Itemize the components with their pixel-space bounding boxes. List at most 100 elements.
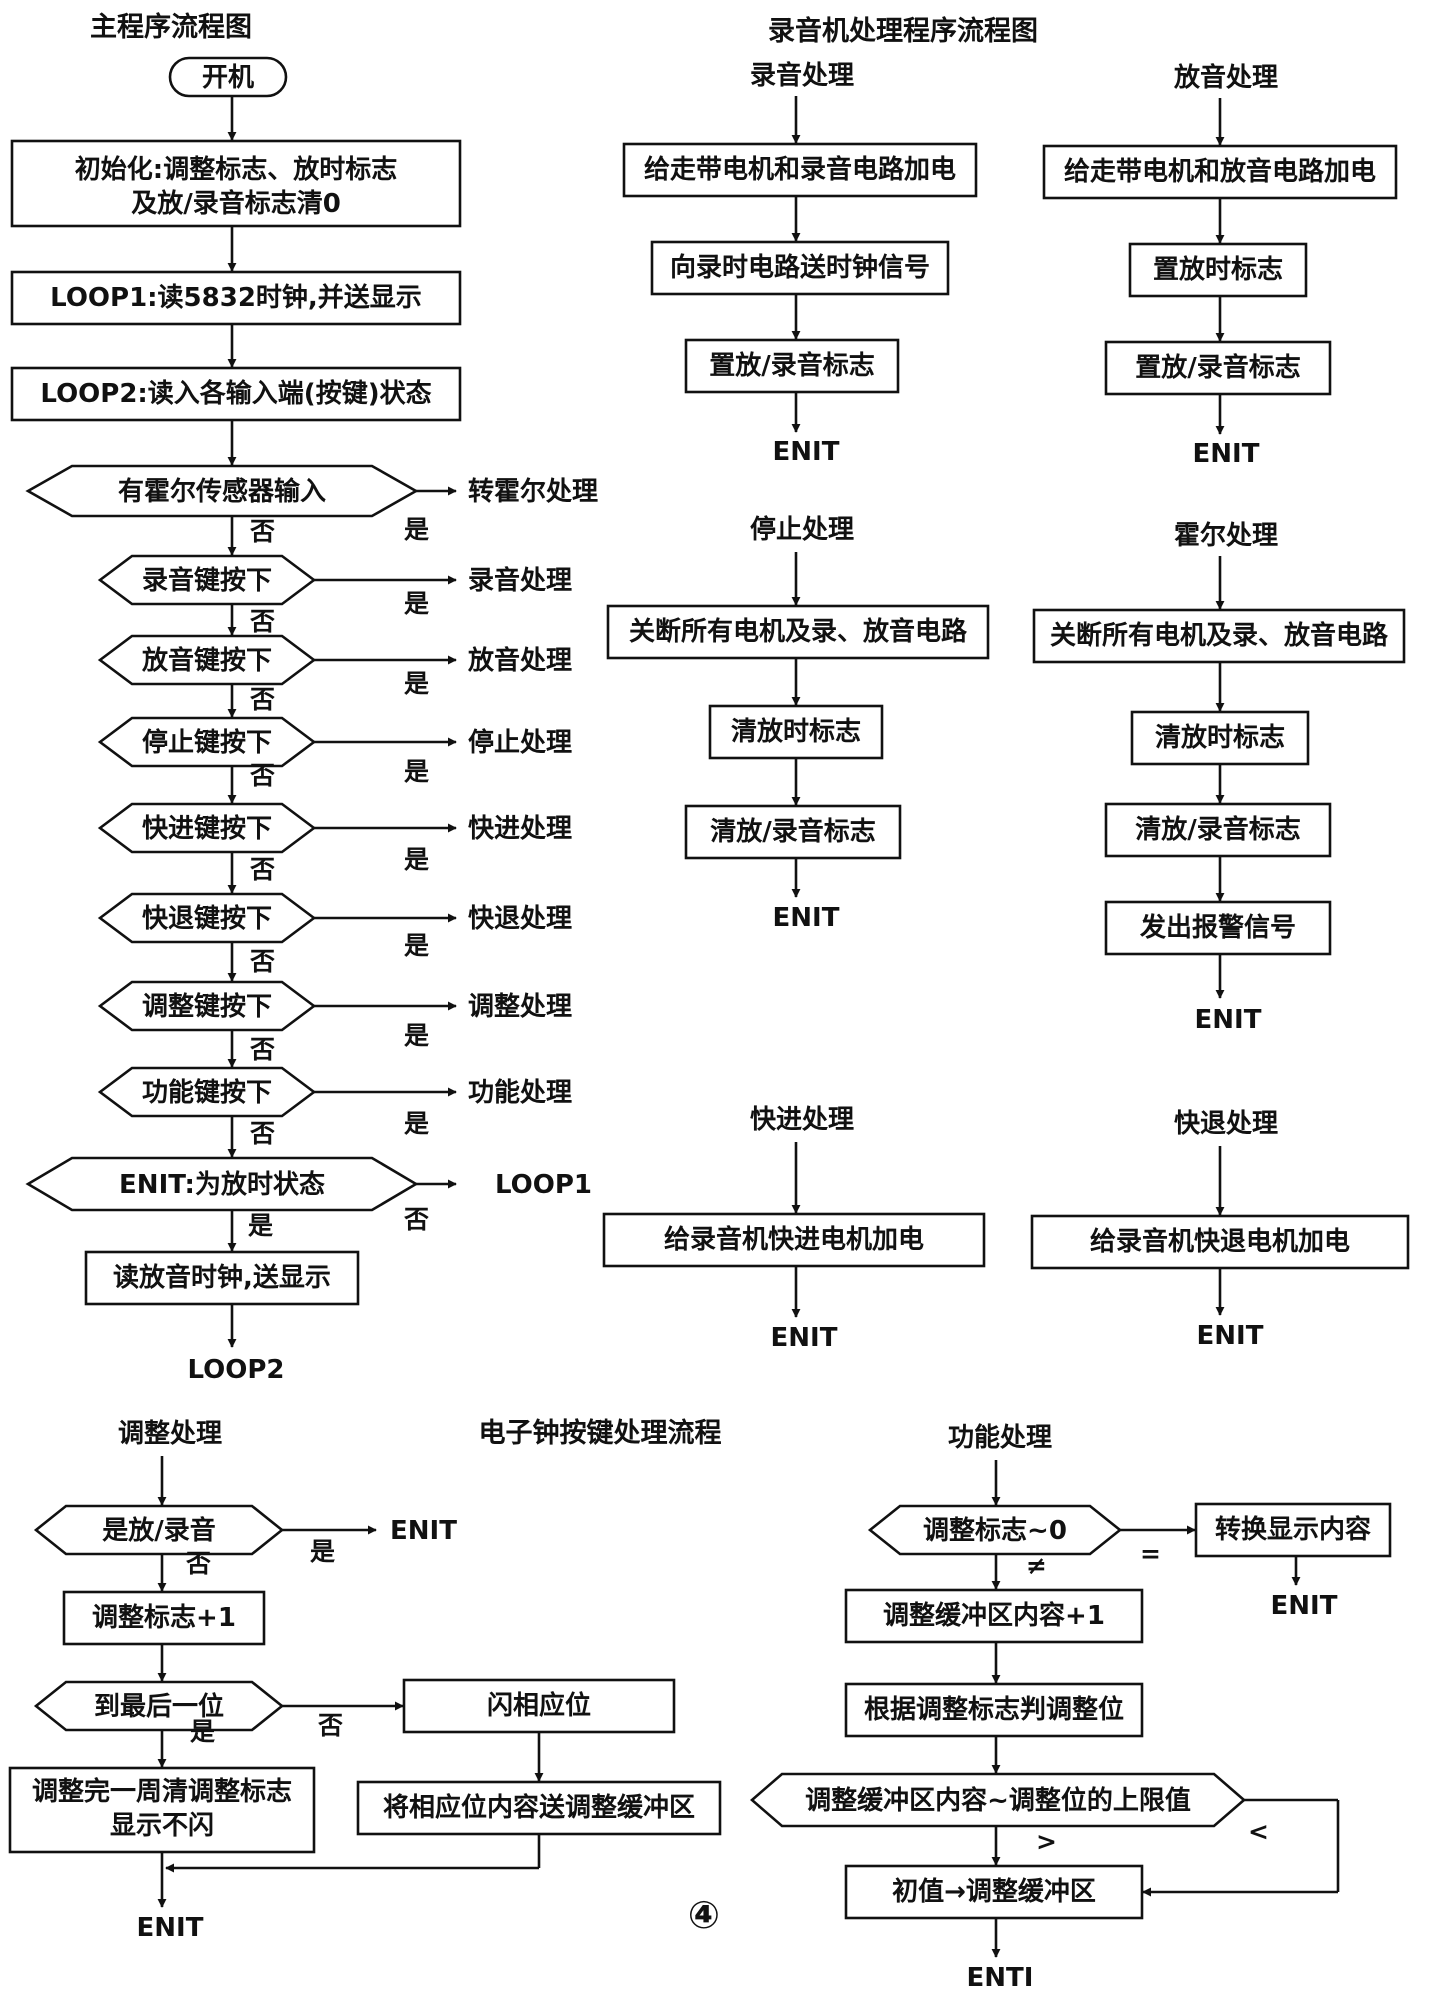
record-step-1-label: 给走带电机和录音电路加电 xyxy=(644,154,956,185)
record-step-3 xyxy=(684,338,900,394)
no-label: 否 xyxy=(403,1205,429,1234)
action-stop: 停止处理 xyxy=(468,727,572,758)
init-line2: 及放/录音标志清0 xyxy=(131,188,341,219)
yes-label: 是 xyxy=(404,669,429,698)
adjust-done-line1: 调整完一周清调整标志 xyxy=(32,1776,292,1807)
hall-flowchart: 霍尔处理 关断所有电机及录、放音电路 清放时标志 清放/录音标志 发出报警信号 … xyxy=(1032,520,1406,1035)
hall-step-4-label: 发出报警信号 xyxy=(1139,912,1296,943)
switch-display-box xyxy=(1194,1502,1392,1558)
clock-flow-title: 电子钟按键处理流程 xyxy=(479,1417,722,1449)
no-label: 否 xyxy=(249,1119,275,1148)
stop-step-1-label: 关断所有电机及录、放音电路 xyxy=(629,616,968,647)
play-end: ENIT xyxy=(1193,439,1260,469)
record-step-3-label: 置放/录音标志 xyxy=(709,350,875,381)
init-buffer-label: 初值→调整缓冲区 xyxy=(892,1876,1096,1907)
record-end: ENIT xyxy=(773,437,840,467)
less-than-label: < xyxy=(1248,1817,1269,1846)
hall-step-3 xyxy=(1104,802,1332,858)
hall-end: ENIT xyxy=(1195,1005,1262,1035)
stop-end: ENIT xyxy=(773,903,840,933)
send-buffer-label: 将相应位内容送调整缓冲区 xyxy=(383,1792,695,1823)
rew-step-1-label: 给录音机快退电机加电 xyxy=(1090,1226,1350,1257)
stop-step-1 xyxy=(606,604,990,660)
main-flowchart: 开机 初始化:调整标志、放时标志 及放/录音标志清0 LOOP1:读5832时钟… xyxy=(10,56,598,1385)
hall-step-3-label: 清放/录音标志 xyxy=(1135,814,1301,845)
loop2-exit-label: LOOP2 xyxy=(188,1355,285,1385)
start-label: 开机 xyxy=(202,63,254,93)
no-label: 否 xyxy=(249,607,275,636)
action-play: 放音处理 xyxy=(467,645,572,676)
judge-digit-label: 根据调整标志判调整位 xyxy=(864,1694,1124,1725)
switch-display-label: 转换显示内容 xyxy=(1215,1514,1371,1545)
yes-label: 是 xyxy=(404,1109,429,1138)
decision-stop-key-label: 停止键按下 xyxy=(142,727,272,758)
adjust-title: 调整处理 xyxy=(118,1418,222,1449)
decision-hall-input-label: 有霍尔传感器输入 xyxy=(118,476,326,507)
read-play-clock-label: 读放音时钟,送显示 xyxy=(113,1262,331,1293)
rew-end: ENIT xyxy=(1197,1321,1264,1351)
action-hall: 转霍尔处理 xyxy=(468,476,598,507)
inc-buffer-box xyxy=(844,1588,1144,1644)
adjust-inc-label: 调整标志+1 xyxy=(92,1602,236,1633)
no-label: 否 xyxy=(249,685,275,714)
hall-step-2 xyxy=(1130,710,1310,766)
recorder-flow-title: 录音机处理程序流程图 xyxy=(768,15,1038,47)
send-buffer-box xyxy=(356,1780,722,1836)
play-step-1-label: 给走带电机和放音电路加电 xyxy=(1064,156,1376,187)
func-flowchart: 功能处理 调整标志~0 = ≠ 转换显示内容 ENIT 调整缓冲区内容+1 根据… xyxy=(750,1422,1392,1993)
init-buffer-box xyxy=(844,1864,1144,1920)
decision-adjust-key-label: 调整键按下 xyxy=(142,991,272,1022)
play-step-1 xyxy=(1042,144,1398,200)
play-step-2-label: 置放时标志 xyxy=(1153,254,1283,285)
hall-step-2-label: 清放时标志 xyxy=(1155,722,1285,753)
adjust-end: ENIT xyxy=(137,1913,204,1943)
hall-title: 霍尔处理 xyxy=(1174,520,1278,551)
loop1-box xyxy=(10,270,462,326)
equal-label: = xyxy=(1140,1539,1161,1568)
func-decision-adjust-flag-label: 调整标志~0 xyxy=(923,1515,1067,1546)
adjust-done-line2: 显示不闪 xyxy=(110,1811,214,1841)
decision-rew-key-label: 快退键按下 xyxy=(142,903,272,934)
no-label: 否 xyxy=(249,761,275,790)
record-flowchart: 录音处理 给走带电机和录音电路加电 向录时电路送时钟信号 置放/录音标志 ENI… xyxy=(622,60,978,467)
switch-display-end: ENIT xyxy=(1271,1591,1338,1621)
play-flowchart: 放音处理 给走带电机和放音电路加电 置放时标志 置放/录音标志 ENIT xyxy=(1042,62,1398,469)
record-step-2-label: 向录时电路送时钟信号 xyxy=(670,252,930,283)
read-play-clock-box xyxy=(84,1250,360,1306)
yes-label: 是 xyxy=(404,845,429,874)
decision-play-state-label: ENIT:为放时状态 xyxy=(119,1169,325,1200)
no-label: 否 xyxy=(249,855,275,884)
greater-than-label: > xyxy=(1036,1827,1057,1856)
ff-step-1 xyxy=(602,1212,986,1268)
no-label: 否 xyxy=(185,1549,211,1578)
ff-title: 快进处理 xyxy=(750,1105,854,1135)
init-line1: 初始化:调整标志、放时标志 xyxy=(75,154,397,185)
main-flow-title: 主程序流程图 xyxy=(90,11,252,43)
no-label: 否 xyxy=(317,1711,343,1740)
stop-step-3 xyxy=(684,804,902,860)
stop-step-2-label: 清放时标志 xyxy=(731,716,861,747)
yes-label: 是 xyxy=(404,1021,429,1050)
start-terminal xyxy=(168,56,288,98)
action-record: 录音处理 xyxy=(468,565,572,596)
func-decision-upper-limit-label: 调整缓冲区内容~调整位的上限值 xyxy=(805,1785,1191,1816)
adjust-inc-box xyxy=(62,1590,266,1646)
func-end: ENTI xyxy=(967,1963,1034,1993)
yes-label: 是 xyxy=(310,1537,335,1566)
stop-step-3-label: 清放/录音标志 xyxy=(710,816,876,847)
no-label: 否 xyxy=(249,947,275,976)
play-step-3-label: 置放/录音标志 xyxy=(1135,352,1301,383)
ff-end: ENIT xyxy=(771,1323,838,1353)
inc-buffer-label: 调整缓冲区内容+1 xyxy=(883,1600,1105,1631)
ff-step-1-label: 给录音机快进电机加电 xyxy=(664,1224,924,1255)
func-title: 功能处理 xyxy=(948,1422,1052,1453)
no-label: 否 xyxy=(249,517,275,546)
decision-ff-key-label: 快进键按下 xyxy=(142,813,272,844)
action-ff: 快进处理 xyxy=(468,814,572,844)
stop-flowchart: 停止处理 关断所有电机及录、放音电路 清放时标志 清放/录音标志 ENIT xyxy=(606,514,990,933)
action-func: 功能处理 xyxy=(468,1077,572,1108)
yes-label: 是 xyxy=(404,515,429,544)
figure-number-mark: ④ xyxy=(688,1893,720,1937)
record-step-2 xyxy=(650,240,950,296)
no-label: 否 xyxy=(249,1035,275,1064)
